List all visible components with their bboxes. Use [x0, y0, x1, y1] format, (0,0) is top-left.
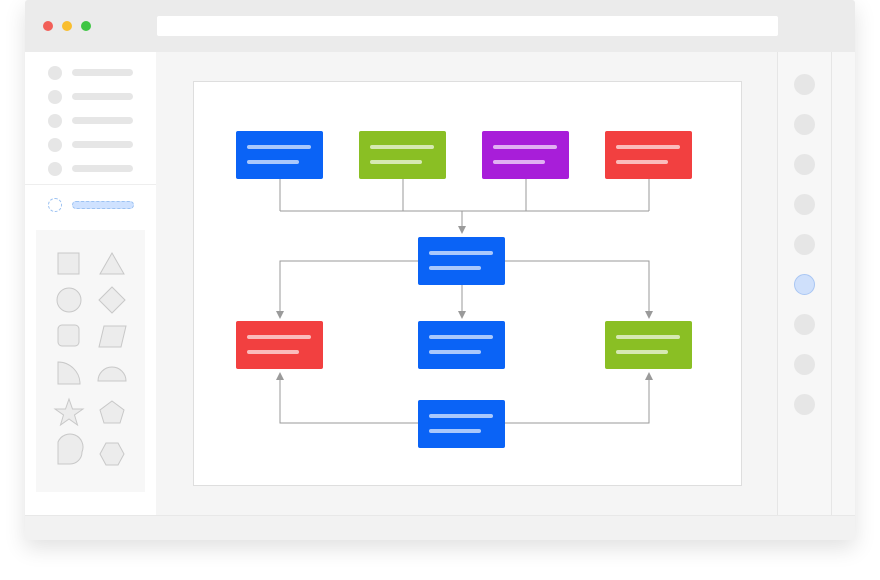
sidebar-item[interactable] [25, 113, 156, 129]
tool-button[interactable] [794, 234, 815, 255]
address-bar[interactable] [157, 16, 778, 36]
tool-button[interactable] [794, 114, 815, 135]
node-text-placeholder [429, 335, 493, 339]
tool-button[interactable] [794, 314, 815, 335]
sidebar-item[interactable] [25, 65, 156, 81]
triangle-shape-icon[interactable] [99, 251, 125, 275]
tool-button-active[interactable] [794, 274, 815, 295]
sidebar-item[interactable] [25, 89, 156, 105]
sidebar-item-icon [48, 90, 62, 104]
parallelogram-shape-icon[interactable] [98, 325, 127, 348]
diagram-node[interactable] [236, 321, 323, 369]
app-window [25, 0, 855, 540]
connector-arrow [276, 372, 418, 424]
diagram-node[interactable] [482, 131, 569, 179]
node-text-placeholder [429, 266, 481, 270]
sidebar-divider [25, 184, 156, 185]
tool-button[interactable] [794, 154, 815, 175]
drop-shape-icon[interactable] [57, 433, 84, 465]
sidebar-item-label-placeholder [72, 141, 133, 148]
tool-button[interactable] [794, 394, 815, 415]
connector-arrow [505, 372, 653, 424]
node-text-placeholder [370, 145, 434, 149]
shape-palette-grid [53, 251, 127, 466]
tool-button[interactable] [794, 354, 815, 375]
diagram-node[interactable] [418, 237, 505, 285]
rounded-square-shape-icon[interactable] [57, 324, 80, 347]
sidebar [25, 52, 157, 515]
sidebar-item-icon [48, 138, 62, 152]
connector-arrow [276, 260, 418, 319]
sidebar-item-label-placeholder [72, 201, 134, 209]
node-text-placeholder [493, 160, 545, 164]
diamond-shape-icon[interactable] [98, 286, 126, 314]
sidebar-item[interactable] [25, 137, 156, 153]
right-toolbar [777, 52, 832, 515]
tool-button[interactable] [794, 74, 815, 95]
node-text-placeholder [247, 335, 311, 339]
diagram-node[interactable] [418, 321, 505, 369]
node-text-placeholder [616, 335, 680, 339]
diagram-canvas[interactable] [193, 81, 742, 486]
sidebar-item-icon [48, 198, 62, 212]
node-text-placeholder [429, 429, 481, 433]
diagram-node[interactable] [359, 131, 446, 179]
node-text-placeholder [429, 414, 493, 418]
half-circle-shape-icon[interactable] [97, 366, 127, 382]
close-window-button[interactable] [43, 21, 53, 31]
connector-arrow [505, 260, 653, 319]
node-text-placeholder [616, 350, 668, 354]
sidebar-item-icon [48, 66, 62, 80]
node-text-placeholder [370, 160, 422, 164]
sidebar-item-selected[interactable] [25, 197, 156, 213]
diagram-node[interactable] [418, 400, 505, 448]
node-text-placeholder [247, 350, 299, 354]
hexagon-shape-icon[interactable] [99, 442, 125, 466]
connectors [276, 179, 653, 424]
node-text-placeholder [429, 350, 481, 354]
tool-button[interactable] [794, 194, 815, 215]
shape-palette [36, 230, 145, 492]
status-bar [25, 515, 855, 540]
quarter-circle-shape-icon[interactable] [57, 361, 81, 385]
minimize-window-button[interactable] [62, 21, 72, 31]
title-bar [25, 0, 855, 52]
maximize-window-button[interactable] [81, 21, 91, 31]
node-text-placeholder [247, 145, 311, 149]
node-text-placeholder [616, 160, 668, 164]
diagram-node[interactable] [236, 131, 323, 179]
star-shape-icon[interactable] [53, 397, 85, 427]
diagram-node[interactable] [605, 131, 692, 179]
sidebar-item[interactable] [25, 161, 156, 177]
canvas-area [156, 52, 777, 515]
circle-shape-icon[interactable] [56, 287, 82, 313]
node-text-placeholder [616, 145, 680, 149]
sidebar-item-label-placeholder [72, 93, 133, 100]
sidebar-item-icon [48, 162, 62, 176]
pentagon-shape-icon[interactable] [99, 400, 125, 424]
diagram-node[interactable] [605, 321, 692, 369]
sidebar-item-icon [48, 114, 62, 128]
node-text-placeholder [247, 160, 299, 164]
node-text-placeholder [493, 145, 557, 149]
node-text-placeholder [429, 251, 493, 255]
sidebar-item-label-placeholder [72, 165, 133, 172]
sidebar-item-label-placeholder [72, 117, 133, 124]
square-shape-icon[interactable] [57, 252, 80, 275]
sidebar-item-label-placeholder [72, 69, 133, 76]
